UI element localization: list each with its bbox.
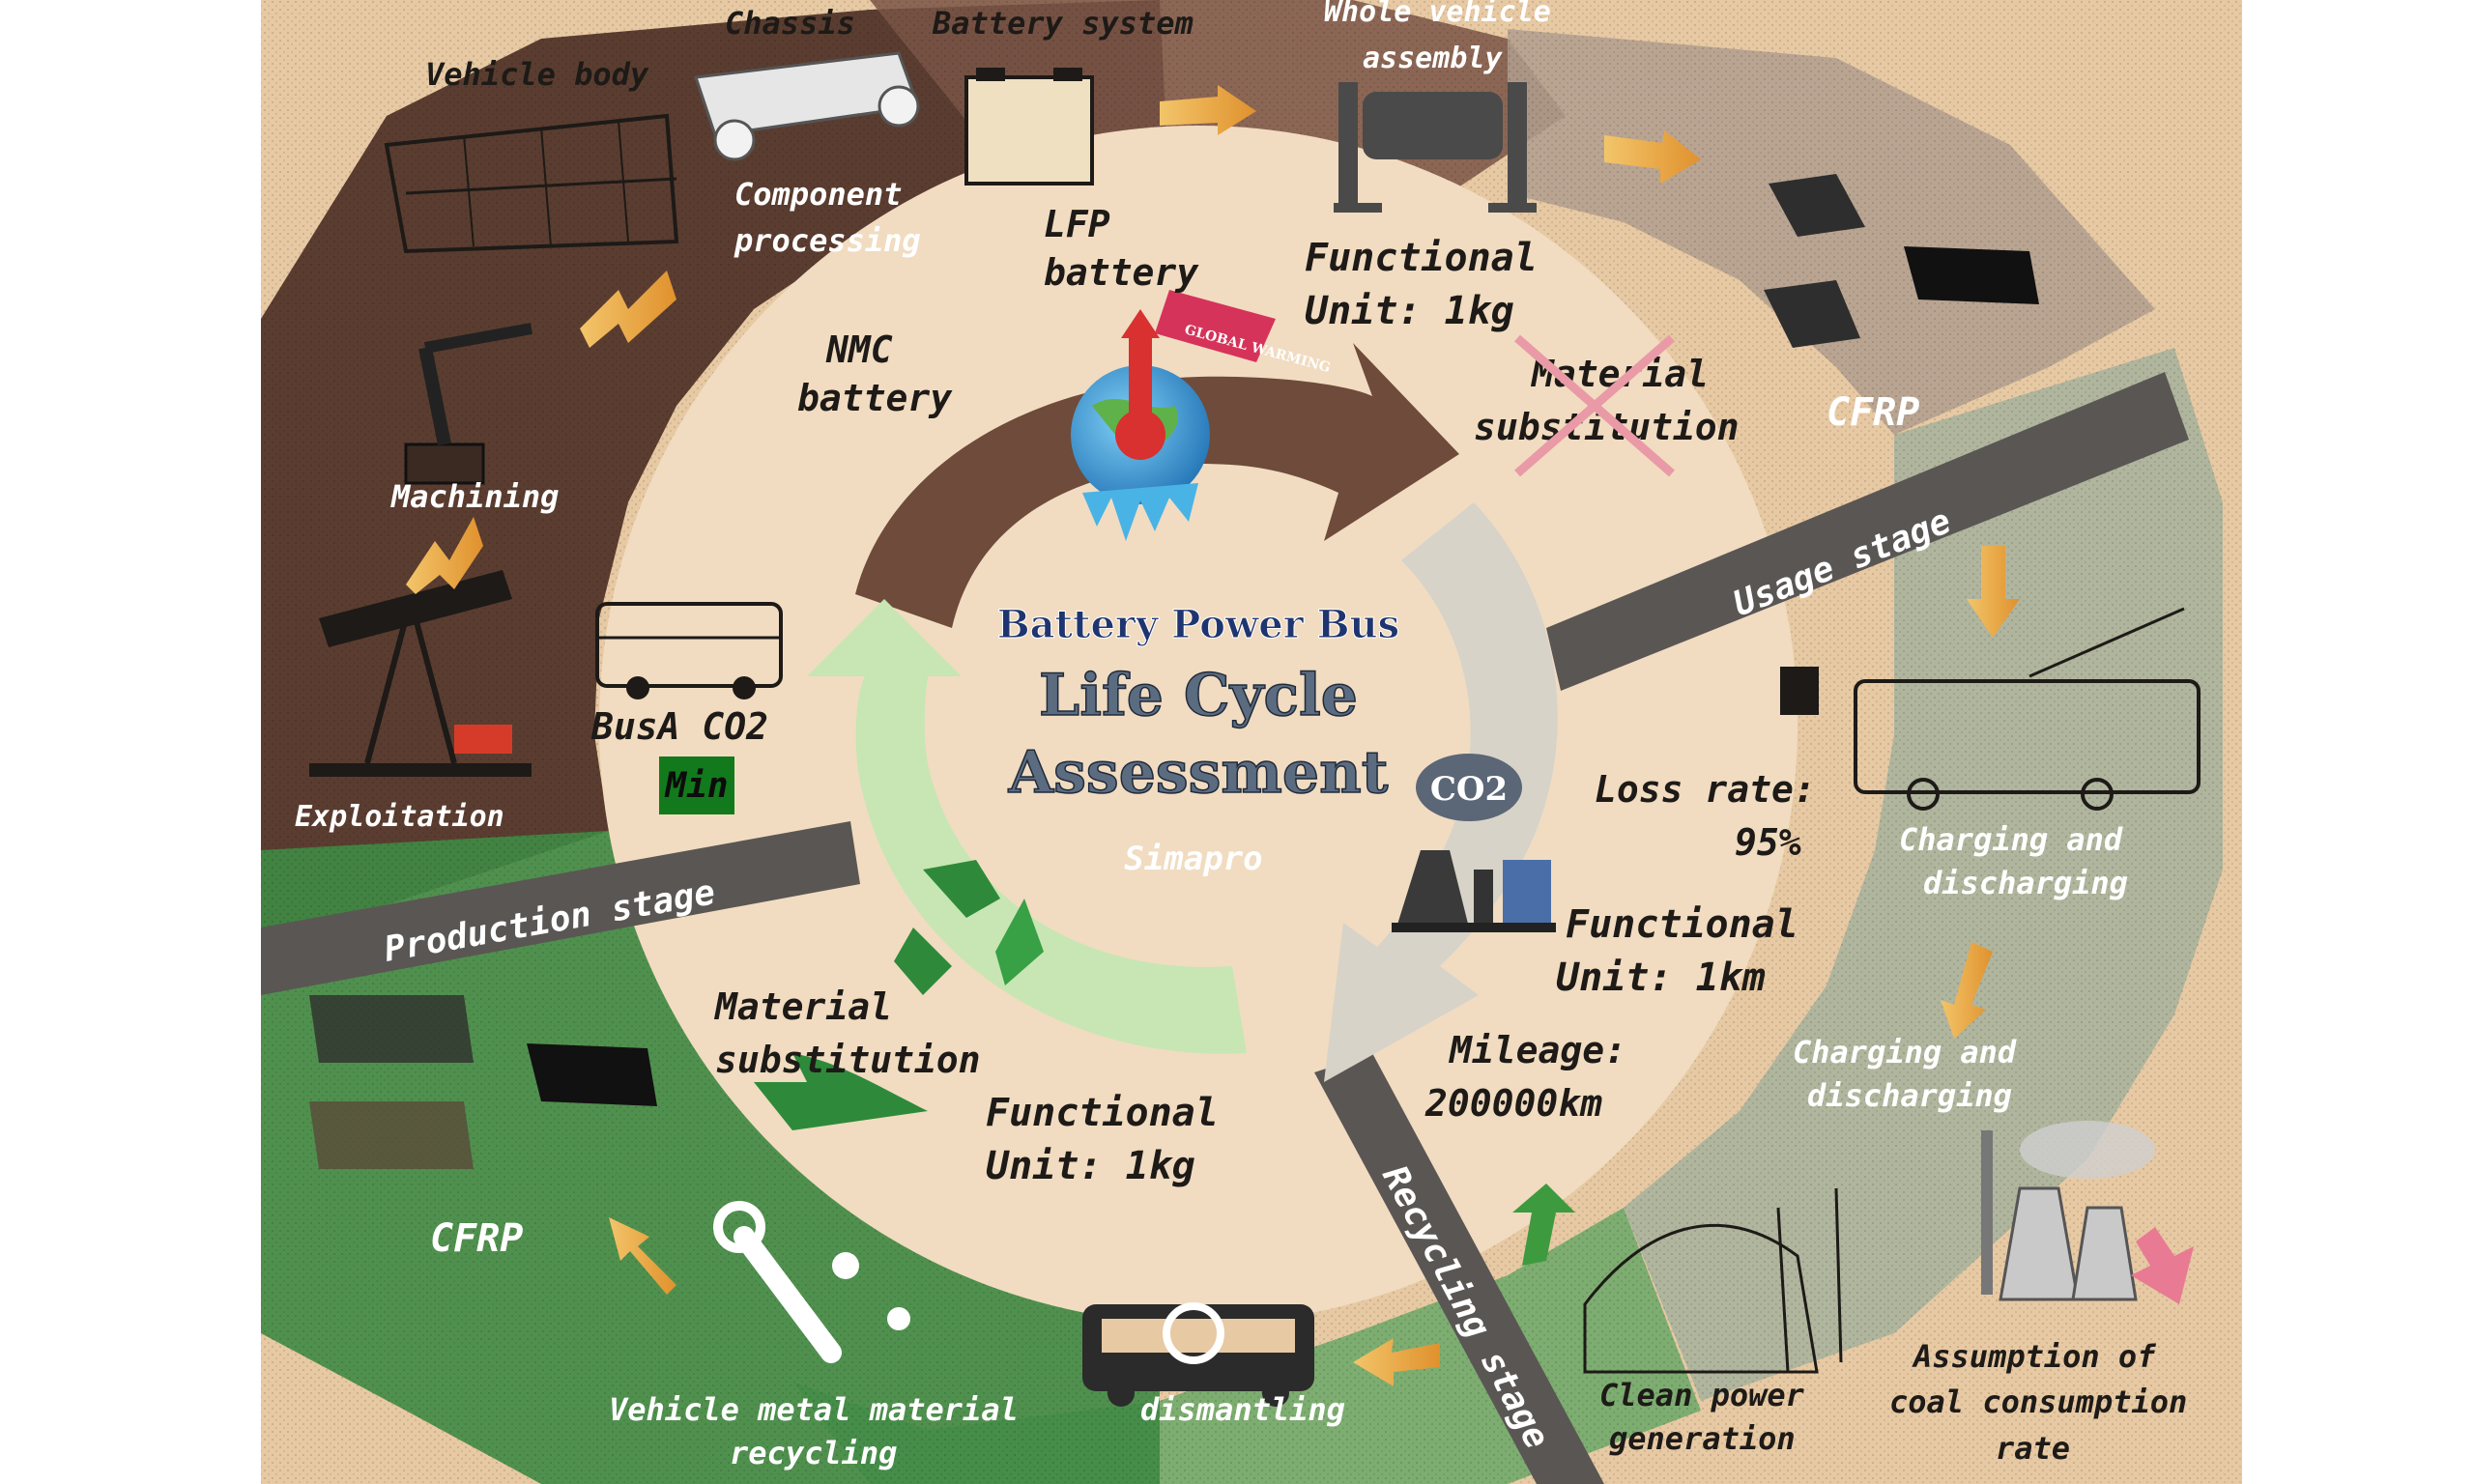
component-processing-label-1: Component xyxy=(734,176,902,213)
usage-band xyxy=(1546,372,2189,691)
robot-arm-icon xyxy=(404,323,533,485)
broken-bus-icon xyxy=(1082,1302,1314,1407)
cycle-arrows xyxy=(807,343,1558,1082)
fu-km-2: Unit: 1km xyxy=(1556,956,1766,1000)
dismantling-label: dismantling xyxy=(1140,1391,1345,1428)
orange-arrow-usage-1 xyxy=(1967,546,2020,638)
usage-illustrations xyxy=(1512,546,2201,1374)
battery-system-icon xyxy=(964,68,1094,186)
production-labels: Exploitation Machining Vehicle body Chas… xyxy=(295,0,1919,834)
mileage-1: Mileage: xyxy=(1448,1029,1626,1071)
center-title-line2: Life Cycle xyxy=(1039,662,1358,729)
charging-label-2b: discharging xyxy=(1807,1077,2012,1114)
electric-bus-icon xyxy=(1780,607,2201,811)
battery-system-label: Battery system xyxy=(932,5,1194,42)
cfrp-top-label: CFRP xyxy=(1827,390,1919,435)
min-label: Min xyxy=(664,766,728,806)
min-badge xyxy=(659,756,734,814)
busa-co2-label: BusA CO2 xyxy=(590,705,768,748)
charging-label-1b: discharging xyxy=(1923,865,2128,901)
fu-kg-bottom-1: Functional xyxy=(986,1091,1219,1135)
software-label: Simapro xyxy=(1124,840,1262,878)
coal-label-1: Assumption of xyxy=(1912,1338,2156,1375)
lfp-label-2: battery xyxy=(1044,251,1199,294)
coal-label-2: coal consumption xyxy=(1889,1384,2187,1420)
charging-label-2a: Charging and xyxy=(1793,1034,2017,1070)
bus-a-icon xyxy=(595,602,783,699)
recycling-labels: dismantling Vehicle metal material recyc… xyxy=(430,1216,1345,1471)
co2-badge: CO2 xyxy=(1430,770,1508,809)
chassis-icon xyxy=(693,51,921,161)
charging-label-1a: Charging and xyxy=(1899,821,2123,858)
material-sub-bottom-1: Material xyxy=(713,985,892,1028)
whole-vehicle-label-2: assembly xyxy=(1363,42,1503,75)
center-title: Battery Power Bus Life Cycle Assessment … xyxy=(996,602,1399,879)
cycle-arrow-light xyxy=(1324,502,1558,1082)
clean-power-label-1: Clean power xyxy=(1599,1377,1805,1413)
exploitation-label: Exploitation xyxy=(295,800,504,834)
material-sub-bottom-2: substitution xyxy=(715,1039,981,1081)
orange-arrow-recycling-2 xyxy=(609,1217,676,1295)
fu-kg-top-2: Unit: 1kg xyxy=(1305,289,1514,333)
fu-km-1: Functional xyxy=(1566,902,1798,947)
fu-kg-top-1: Functional xyxy=(1305,236,1538,280)
cfrp-sheets-top-icon xyxy=(1764,174,2039,348)
pink-down-arrow xyxy=(2131,1227,2194,1304)
power-plant-icon xyxy=(1981,1121,2155,1301)
vehicle-body-icon xyxy=(384,113,679,254)
vehicle-body-label: Vehicle body xyxy=(425,56,649,93)
cfrp-bottom-label: CFRP xyxy=(430,1216,523,1261)
chassis-label: Chassis xyxy=(725,5,855,42)
loss-rate-1: Loss rate: xyxy=(1595,768,1816,811)
whole-vehicle-label-1: Whole vehicle xyxy=(1324,0,1551,29)
wrench-icon xyxy=(713,1201,910,1363)
center-title-line1: Battery Power Bus xyxy=(997,602,1399,647)
machining-label: Machining xyxy=(390,478,559,515)
clean-power-label-2: generation xyxy=(1609,1420,1796,1457)
loss-rate-2: 95% xyxy=(1735,821,1801,864)
coal-label-3: rate xyxy=(1996,1430,2070,1467)
lfp-label-1: LFP xyxy=(1044,203,1110,245)
orange-arrows-production xyxy=(406,85,1701,594)
nmc-label-2: battery xyxy=(797,377,953,419)
green-up-arrow xyxy=(1512,1184,1575,1266)
cycle-arrow-brown xyxy=(855,343,1459,628)
orange-arrow-usage-2 xyxy=(1941,942,1993,1039)
fu-kg-bottom-2: Unit: 1kg xyxy=(986,1144,1195,1188)
inner-labels: LFP battery NMC battery Functional Unit:… xyxy=(713,203,1816,1188)
production-band xyxy=(261,821,860,995)
recycle-icon xyxy=(754,860,1044,1130)
recycling-illustrations xyxy=(309,995,1440,1407)
vehicle-lift-icon xyxy=(1334,82,1537,213)
nmc-label-1: NMC xyxy=(825,328,893,371)
oil-pump-icon xyxy=(309,570,532,777)
mileage-2: 200000km xyxy=(1424,1082,1602,1125)
cycle-arrow-green xyxy=(807,599,1247,1054)
clean-power-icon xyxy=(1583,1187,1843,1374)
orange-arrow-recycling-1 xyxy=(1353,1338,1440,1386)
co2-factory-icon: CO2 xyxy=(1392,754,1556,932)
recycling-band xyxy=(1314,1053,1604,1484)
metal-recycling-label-2: recycling xyxy=(730,1435,897,1471)
metal-recycling-label-1: Vehicle metal material xyxy=(609,1391,1019,1428)
center-title-line3: Assessment xyxy=(1008,739,1389,807)
production-illustrations xyxy=(309,51,2039,777)
cfrp-sheets-bottom-icon xyxy=(309,995,657,1169)
usage-labels: Charging and discharging Charging and di… xyxy=(1599,821,2187,1467)
component-processing-label-2: processing xyxy=(734,222,921,259)
inner-core xyxy=(865,391,1532,1058)
